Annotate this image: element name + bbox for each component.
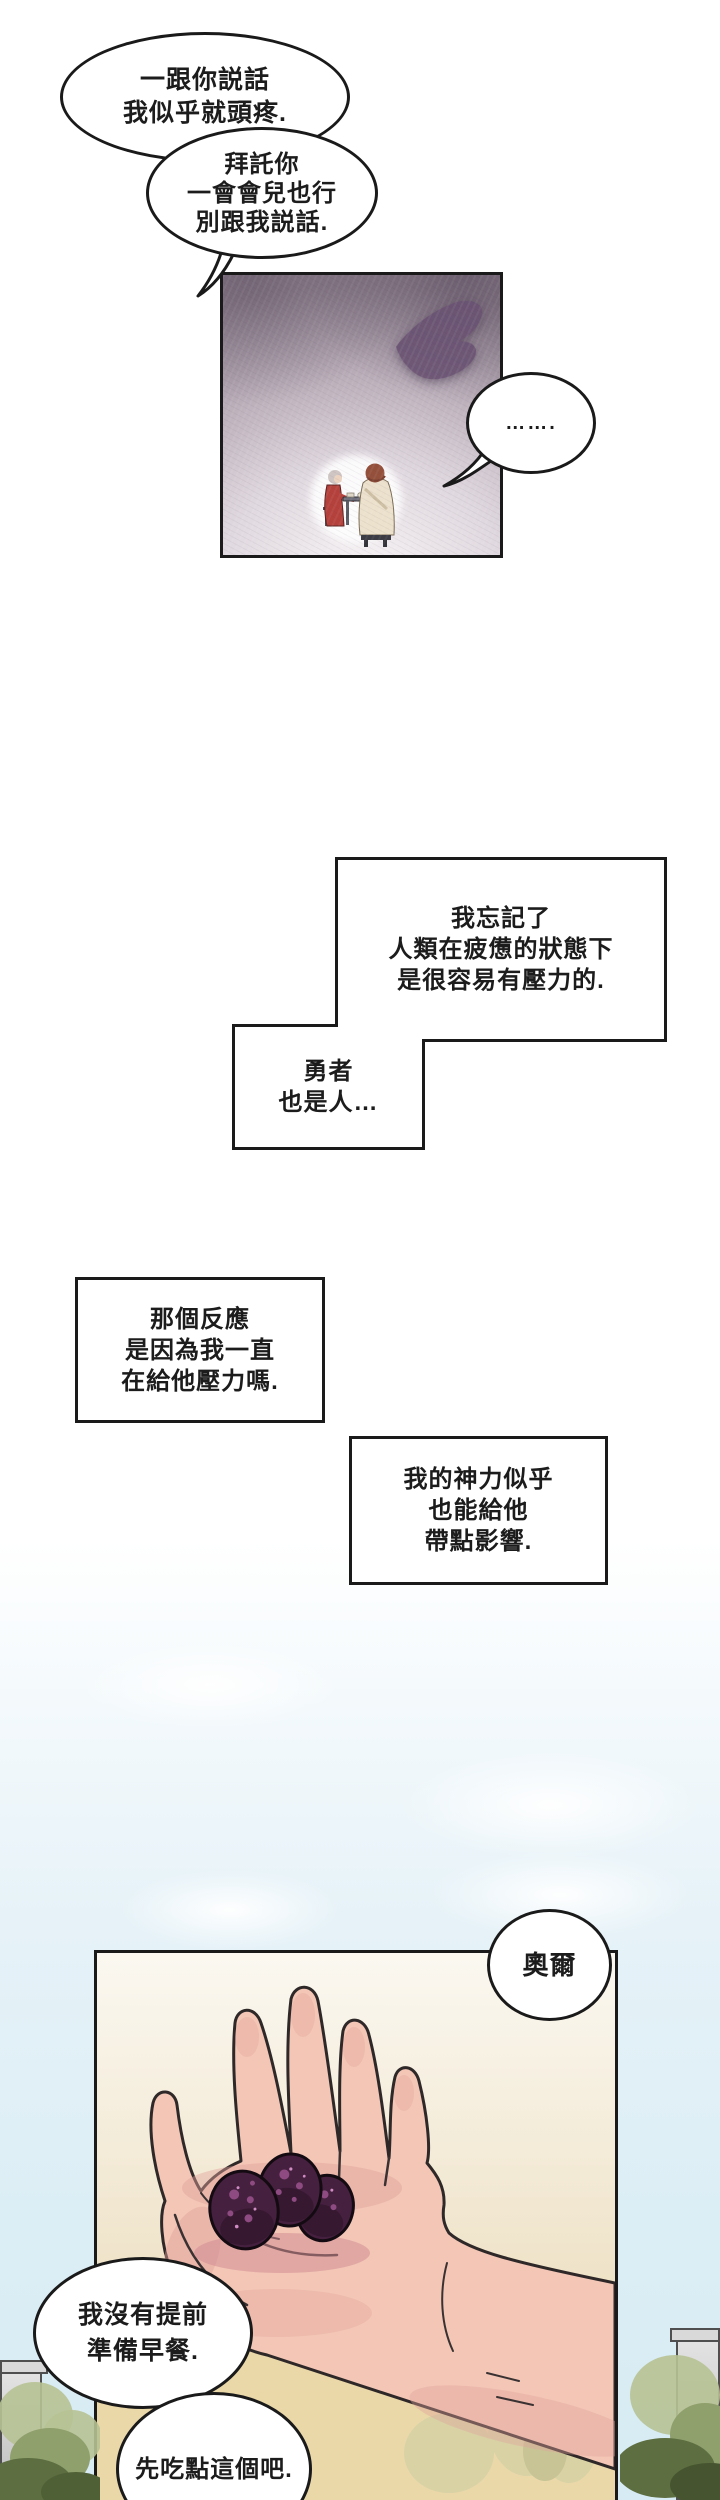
characters-at-table: [310, 455, 402, 547]
dialog-line: 拜託你: [224, 150, 300, 178]
narration-box-fill: [235, 1027, 422, 1147]
narration-box: [75, 1277, 325, 1423]
dialog-line: 是因為我一直: [125, 1336, 275, 1364]
narration-box-fill: [338, 860, 664, 1039]
narration-box: [349, 1436, 608, 1585]
narration-box: [232, 1024, 425, 1150]
tree-foliage-right: [620, 2355, 720, 2500]
cloud: [80, 1640, 340, 1730]
panel2-artwork: [97, 1953, 615, 2500]
dialog-line: 也是人…: [278, 1089, 379, 1116]
dialog-line: 我的神力似乎: [403, 1466, 554, 1493]
dialog-line: 也能給他: [428, 1497, 529, 1524]
dialog-line: …….: [505, 411, 557, 434]
dialog-line: 人類在疲憊的狀態下: [388, 936, 614, 963]
panel-texture: [223, 275, 500, 555]
dialog-line: 先吃點這個吧.: [135, 2455, 293, 2483]
panel-flashback-scene: [220, 272, 503, 558]
narration-text: 勇者 也是人…: [232, 1024, 425, 1150]
narration-text: 我忘記了 人類在疲憊的狀態下 是很容易有壓力的.: [335, 857, 667, 1042]
dialog-line: 一跟你説話: [139, 66, 270, 94]
dialog-line: 我似乎就頭疼.: [123, 99, 287, 127]
dialog-line: 我忘記了: [451, 905, 551, 932]
dialog-line: 在給他壓力嗎.: [121, 1367, 279, 1395]
speech-bubble: 我沒有提前 準備早餐.: [33, 2257, 253, 2409]
narration-text: 我的神力似乎 也能給他 帶點影響.: [349, 1436, 608, 1585]
speech-bubble-name: 奧爾: [487, 1909, 612, 2021]
dialog-line: 勇者: [303, 1058, 354, 1085]
dialog-line: 那個反應: [150, 1305, 250, 1333]
dialog-line: 我沒有提前: [77, 2301, 208, 2329]
dialog-line: 別跟我説話.: [195, 208, 329, 236]
cloud: [120, 1870, 340, 1950]
tree-foliage-left: [0, 2382, 100, 2500]
narration-text: 那個反應 是因為我一直 在給他壓力嗎.: [75, 1277, 325, 1423]
fruits: [208, 2152, 355, 2251]
speech-bubble-ellipsis: …….: [466, 372, 596, 474]
panel-hand-scene: [94, 1950, 618, 2500]
dialog-line: 一會會兒也行: [187, 179, 337, 207]
narration-box: [335, 857, 667, 1042]
speech-bubble: 拜託你 一會會兒也行 別跟我説話.: [146, 127, 378, 259]
cloud: [400, 1750, 700, 1860]
dialog-line: 是很容易有壓力的.: [397, 967, 605, 994]
dialog-line: 帶點影響.: [424, 1528, 533, 1555]
dialog-line: 準備早餐.: [87, 2337, 199, 2365]
butterfly-silhouette: [395, 300, 483, 380]
panel1-artwork: [310, 300, 483, 547]
dialog-line: 奧爾: [522, 1949, 577, 1980]
